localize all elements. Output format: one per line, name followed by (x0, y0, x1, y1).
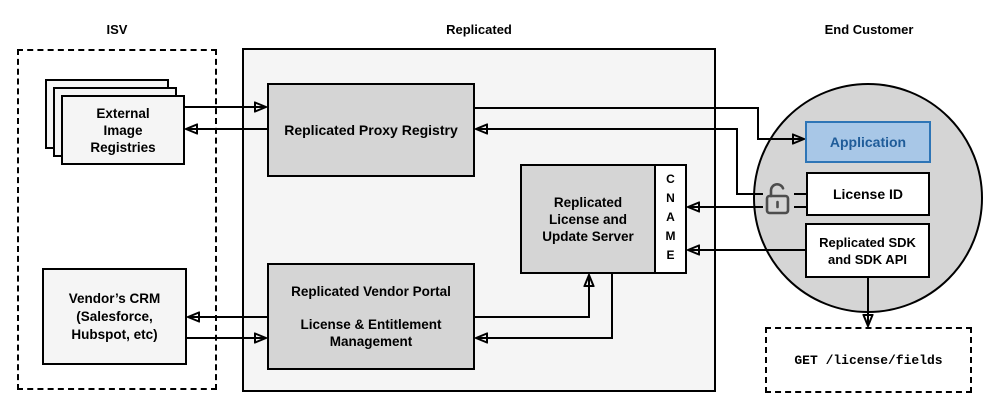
node-replicated-proxy-registry: Replicated Proxy Registry (267, 83, 475, 177)
node-replicated-vendor-portal: Replicated Vendor Portal License & Entit… (267, 263, 475, 370)
node-label: Replicated Proxy Registry (284, 122, 458, 138)
edge-portal-to-license-server (475, 275, 589, 318)
node-label-line: License and (548, 211, 628, 227)
node-label-line: Hubspot, etc) (71, 326, 158, 342)
isv-region (17, 49, 217, 390)
node-vendors-crm: Vendor’s CRM (Salesforce, Hubspot, etc) (42, 268, 187, 365)
node-external-image-registries: External Image Registries (61, 95, 185, 165)
node-label-line: Vendor’s CRM (68, 290, 161, 306)
node-label-line: Replicated (553, 194, 623, 210)
node-label-line: License & Entitlement (300, 317, 442, 332)
node-label-line: and SDK API (828, 251, 907, 267)
node-label-line: External (96, 105, 150, 121)
cname-compartment: CNAME (654, 166, 685, 272)
node-label: Application (829, 134, 907, 150)
edge-license-id-to-proxy (476, 129, 763, 195)
node-title: Replicated Vendor Portal (291, 284, 451, 299)
node-get-license-fields: GET /license/fields (765, 327, 972, 393)
edge-proxy-to-application (475, 107, 804, 139)
node-label-line: Update Server (542, 228, 634, 244)
node-label-line: Image (103, 122, 143, 138)
section-label-end-customer: End Customer (824, 22, 914, 37)
edge-license-server-to-portal (476, 274, 613, 338)
node-label-line: Management (329, 334, 413, 349)
node-label-line: Replicated SDK (819, 234, 916, 250)
section-label-replicated: Replicated (446, 22, 512, 37)
open-padlock-icon (765, 183, 790, 215)
node-replicated-sdk: Replicated SDK and SDK API (805, 223, 930, 278)
node-label: License ID (832, 186, 904, 202)
endpoint-text: GET /license/fields (794, 352, 943, 368)
node-license-id: License ID (806, 172, 930, 216)
node-label-line: (Salesforce, (76, 308, 153, 324)
node-application: Application (805, 121, 931, 163)
node-replicated-license-update-server: Replicated License and Update Server CNA… (520, 164, 687, 274)
license-update-server-body: Replicated License and Update Server (522, 166, 654, 272)
section-label-isv: ISV (106, 22, 128, 37)
node-label-line: Registries (90, 139, 156, 155)
